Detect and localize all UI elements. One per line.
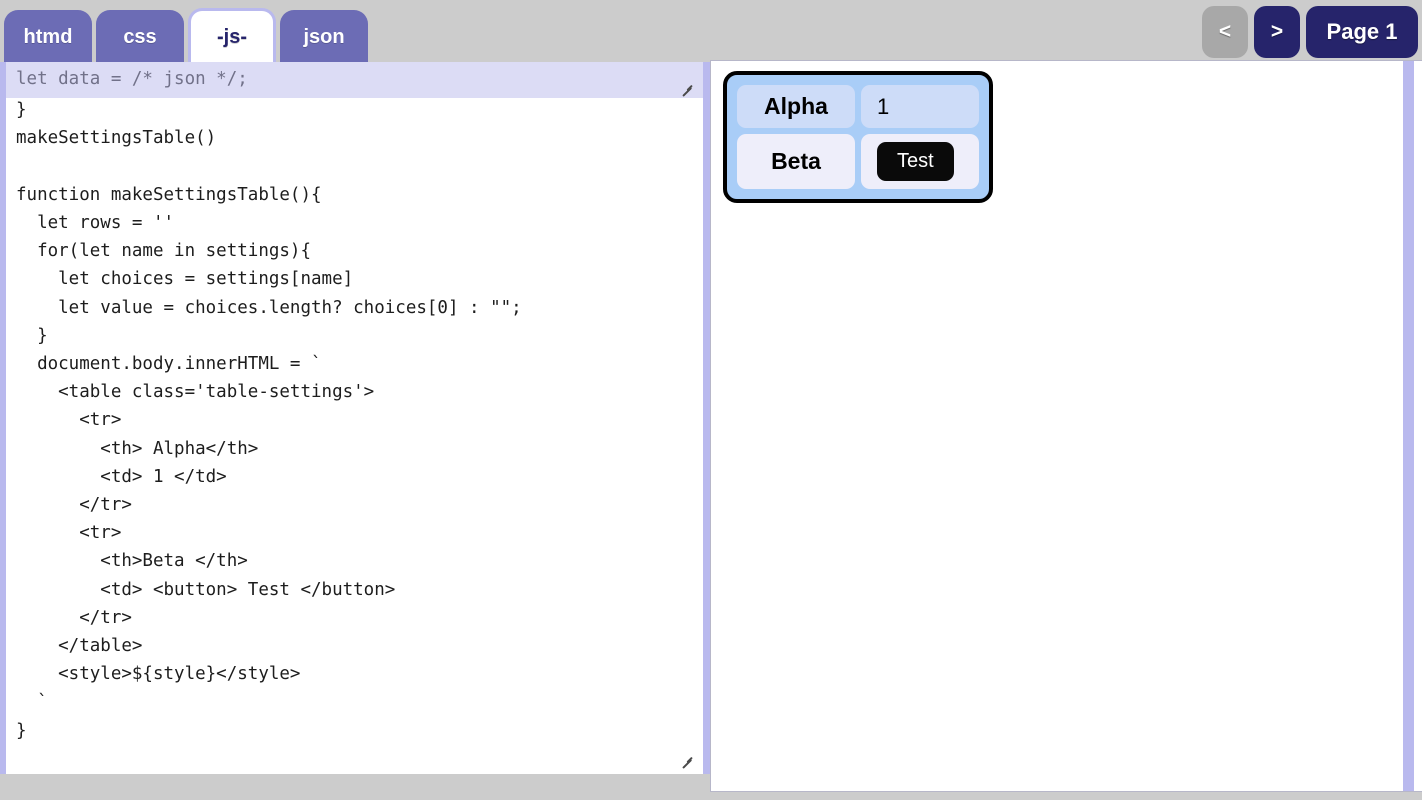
json-resize-grip-icon[interactable] — [679, 82, 693, 96]
test-button[interactable]: Test — [877, 142, 954, 181]
nav-button-group: < > Page 1 — [1202, 6, 1418, 58]
settings-row-header-alpha: Alpha — [737, 85, 855, 128]
table-row: Beta Test — [737, 134, 979, 189]
bottom-filler — [0, 774, 710, 800]
tab-json[interactable]: json — [280, 10, 368, 64]
page-indicator-button[interactable]: Page 1 — [1306, 6, 1418, 58]
settings-row-value-alpha: 1 — [861, 85, 979, 128]
tab-strip: htmd css -js- json — [4, 8, 368, 64]
preview-scrollbar[interactable] — [1403, 61, 1414, 791]
table-row: Alpha 1 — [737, 85, 979, 128]
preview-pane: Alpha 1 Beta Test — [710, 60, 1422, 792]
code-editor-pane — [0, 62, 710, 774]
tab-js[interactable]: -js- — [188, 8, 276, 64]
prev-page-button[interactable]: < — [1202, 6, 1248, 58]
resize-grip-icon[interactable] — [679, 754, 693, 768]
json-data-overlay — [0, 62, 710, 98]
code-editor-textarea[interactable] — [6, 62, 703, 772]
preview-content: Alpha 1 Beta Test — [723, 71, 993, 203]
json-data-input[interactable] — [16, 66, 676, 94]
top-bar: htmd css -js- json < > Page 1 — [0, 0, 1422, 64]
settings-table: Alpha 1 Beta Test — [723, 71, 993, 203]
tab-css[interactable]: css — [96, 10, 184, 64]
settings-row-header-beta: Beta — [737, 134, 855, 189]
next-page-button[interactable]: > — [1254, 6, 1300, 58]
tab-htmd[interactable]: htmd — [4, 10, 92, 64]
settings-row-value-beta: Test — [861, 134, 979, 189]
